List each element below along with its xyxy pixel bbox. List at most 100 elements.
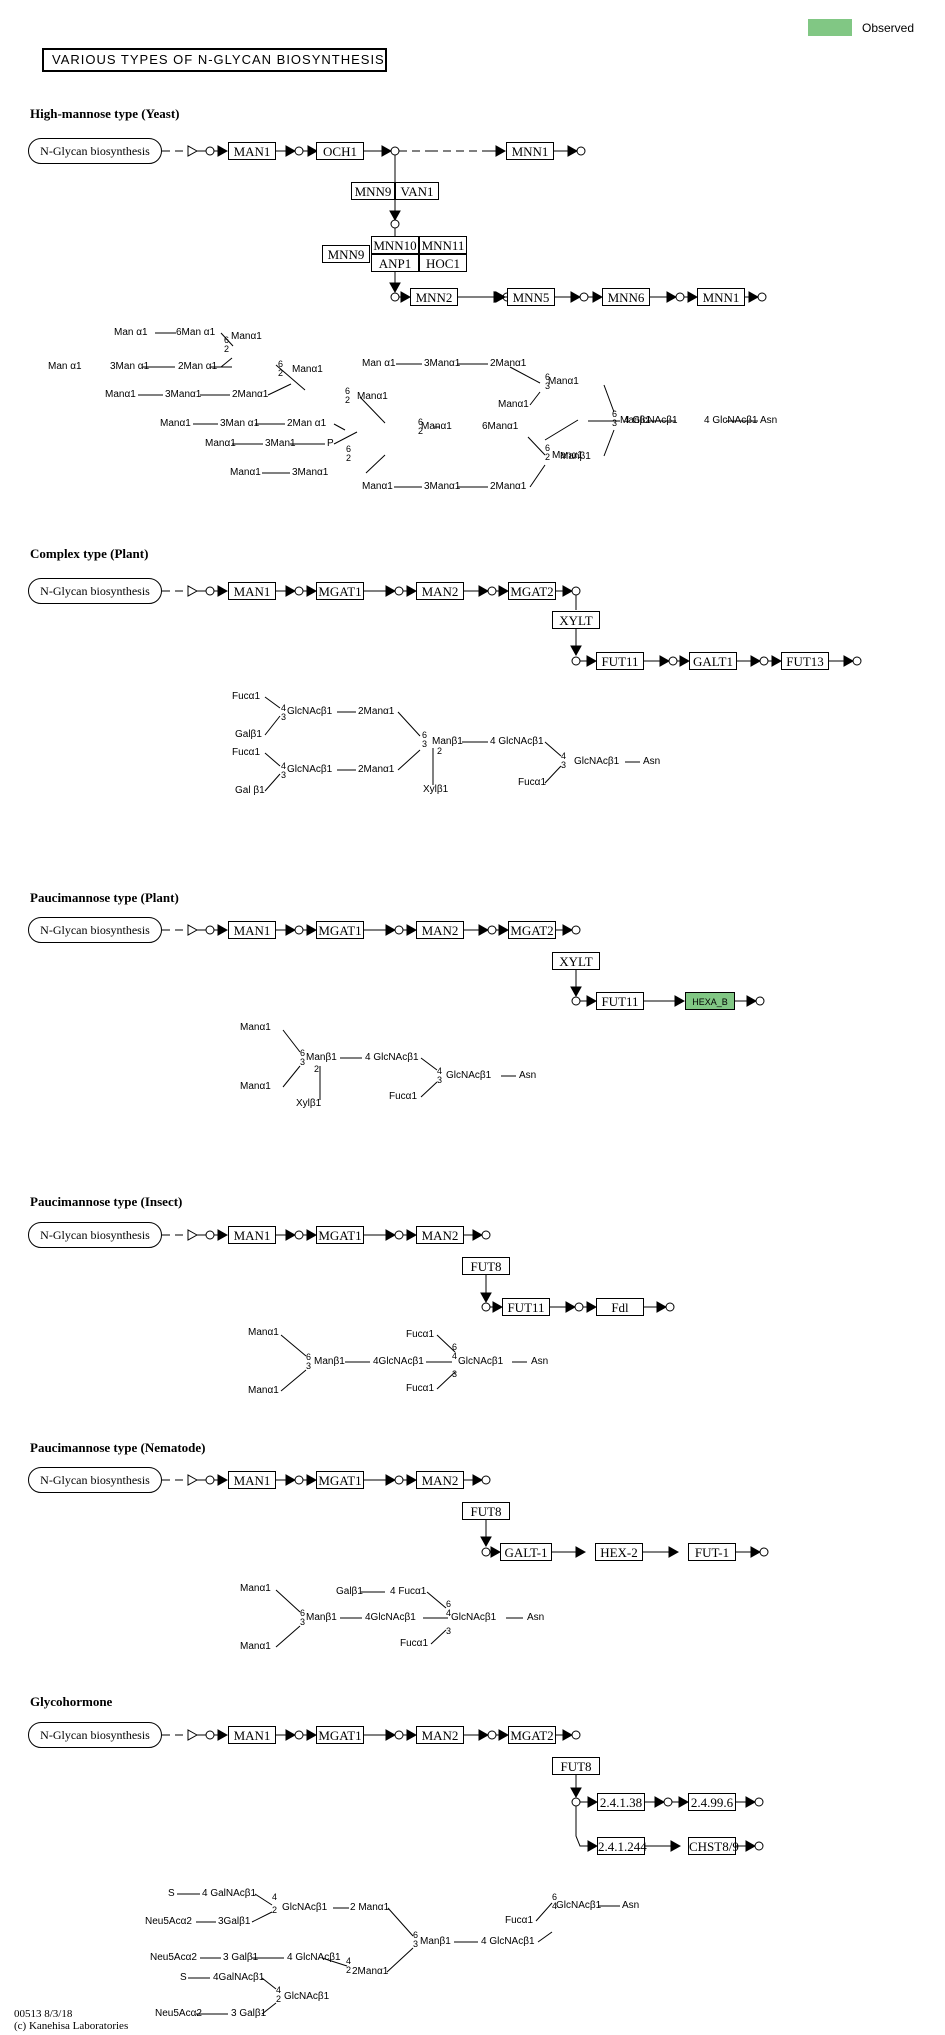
compound-node[interactable] bbox=[294, 586, 304, 596]
gene-box[interactable]: GALT-1 bbox=[500, 1543, 552, 1561]
compound-node[interactable] bbox=[571, 656, 581, 666]
gene-box[interactable]: FUT8 bbox=[462, 1502, 510, 1520]
compound-node[interactable] bbox=[390, 219, 400, 229]
map-link-pill[interactable]: N-Glycan biosynthesis bbox=[28, 1222, 162, 1248]
gene-box[interactable]: Fdl bbox=[596, 1298, 644, 1316]
map-link-pill[interactable]: N-Glycan biosynthesis bbox=[28, 1722, 162, 1748]
compound-node[interactable] bbox=[576, 146, 586, 156]
compound-node[interactable] bbox=[481, 1475, 491, 1485]
gene-box[interactable]: FUT8 bbox=[462, 1257, 510, 1275]
compound-node[interactable] bbox=[205, 146, 215, 156]
gene-box[interactable]: FUT11 bbox=[596, 992, 644, 1010]
compound-node[interactable] bbox=[571, 1730, 581, 1740]
compound-node[interactable] bbox=[759, 656, 769, 666]
compound-node[interactable] bbox=[571, 925, 581, 935]
compound-node[interactable] bbox=[759, 1547, 769, 1557]
compound-node[interactable] bbox=[481, 1547, 491, 1557]
compound-node[interactable] bbox=[205, 1730, 215, 1740]
compound-node[interactable] bbox=[481, 1302, 491, 1312]
compound-node[interactable] bbox=[487, 1730, 497, 1740]
gene-box[interactable]: FUT-1 bbox=[688, 1543, 736, 1561]
gene-box[interactable]: MGAT1 bbox=[316, 1471, 364, 1489]
gene-box[interactable]: MAN1 bbox=[228, 1726, 276, 1744]
gene-box[interactable]: MAN2 bbox=[416, 1726, 464, 1744]
map-link-pill[interactable]: N-Glycan biosynthesis bbox=[28, 917, 162, 943]
compound-node[interactable] bbox=[665, 1302, 675, 1312]
gene-box[interactable]: CHST8/9 bbox=[688, 1837, 739, 1855]
compound-node[interactable] bbox=[390, 146, 400, 156]
compound-node[interactable] bbox=[394, 925, 404, 935]
gene-box[interactable]: ANP1 bbox=[371, 254, 419, 272]
compound-node[interactable] bbox=[294, 925, 304, 935]
gene-box[interactable]: MAN1 bbox=[228, 921, 276, 939]
gene-box[interactable]: MAN2 bbox=[416, 1226, 464, 1244]
compound-node[interactable] bbox=[394, 586, 404, 596]
gene-box[interactable]: XYLT bbox=[552, 952, 600, 970]
gene-box[interactable]: 2.4.1.244 bbox=[597, 1837, 647, 1855]
gene-box[interactable]: MGAT1 bbox=[316, 1726, 364, 1744]
compound-node[interactable] bbox=[205, 925, 215, 935]
gene-box[interactable]: MAN1 bbox=[228, 142, 276, 160]
gene-box[interactable]: MNN9 bbox=[351, 182, 395, 200]
gene-box[interactable]: MGAT1 bbox=[316, 1226, 364, 1244]
compound-node[interactable] bbox=[487, 586, 497, 596]
gene-box[interactable]: GALT1 bbox=[689, 652, 737, 670]
compound-node[interactable] bbox=[754, 1797, 764, 1807]
compound-node[interactable] bbox=[571, 586, 581, 596]
compound-node[interactable] bbox=[205, 1230, 215, 1240]
gene-box[interactable]: MNN6 bbox=[602, 288, 650, 306]
compound-node[interactable] bbox=[294, 1730, 304, 1740]
compound-node[interactable] bbox=[579, 292, 589, 302]
compound-node[interactable] bbox=[481, 1230, 491, 1240]
gene-box[interactable]: MAN2 bbox=[416, 921, 464, 939]
gene-box[interactable]: MNN10 bbox=[371, 236, 419, 254]
gene-box[interactable]: FUT8 bbox=[552, 1757, 600, 1775]
gene-box[interactable]: MNN9 bbox=[322, 245, 370, 263]
compound-node[interactable] bbox=[757, 292, 767, 302]
gene-box[interactable]: VAN1 bbox=[395, 182, 439, 200]
gene-box[interactable]: 2.4.1.38 bbox=[597, 1793, 645, 1811]
compound-node[interactable] bbox=[394, 1475, 404, 1485]
compound-node[interactable] bbox=[755, 996, 765, 1006]
compound-node[interactable] bbox=[205, 1475, 215, 1485]
gene-box[interactable]: MAN1 bbox=[228, 582, 276, 600]
gene-box[interactable]: MGAT1 bbox=[316, 582, 364, 600]
compound-node[interactable] bbox=[487, 925, 497, 935]
compound-node[interactable] bbox=[852, 656, 862, 666]
gene-box[interactable]: MAN1 bbox=[228, 1471, 276, 1489]
gene-box[interactable]: HEXA_B bbox=[685, 992, 735, 1010]
gene-box[interactable]: MGAT2 bbox=[508, 921, 556, 939]
gene-box[interactable]: MNN1 bbox=[697, 288, 745, 306]
compound-node[interactable] bbox=[668, 656, 678, 666]
compound-node[interactable] bbox=[754, 1841, 764, 1851]
gene-box[interactable]: MAN1 bbox=[228, 1226, 276, 1244]
compound-node[interactable] bbox=[394, 1730, 404, 1740]
gene-box[interactable]: HEX-2 bbox=[595, 1543, 643, 1561]
compound-node[interactable] bbox=[294, 1475, 304, 1485]
gene-box[interactable]: MGAT2 bbox=[508, 1726, 556, 1744]
gene-box[interactable]: MNN1 bbox=[506, 142, 554, 160]
compound-node[interactable] bbox=[394, 1230, 404, 1240]
gene-box[interactable]: XYLT bbox=[552, 611, 600, 629]
gene-box[interactable]: FUT11 bbox=[502, 1298, 550, 1316]
compound-node[interactable] bbox=[390, 292, 400, 302]
gene-box[interactable]: FUT13 bbox=[781, 652, 829, 670]
gene-box[interactable]: 2.4.99.6 bbox=[688, 1793, 736, 1811]
compound-node[interactable] bbox=[675, 292, 685, 302]
compound-node[interactable] bbox=[294, 1230, 304, 1240]
compound-node[interactable] bbox=[205, 586, 215, 596]
gene-box[interactable]: MNN5 bbox=[507, 288, 555, 306]
gene-box[interactable]: OCH1 bbox=[316, 142, 364, 160]
map-link-pill[interactable]: N-Glycan biosynthesis bbox=[28, 578, 162, 604]
gene-box[interactable]: FUT11 bbox=[596, 652, 644, 670]
map-link-pill[interactable]: N-Glycan biosynthesis bbox=[28, 138, 162, 164]
gene-box[interactable]: MAN2 bbox=[416, 582, 464, 600]
compound-node[interactable] bbox=[663, 1797, 673, 1807]
map-link-pill[interactable]: N-Glycan biosynthesis bbox=[28, 1467, 162, 1493]
gene-box[interactable]: MGAT1 bbox=[316, 921, 364, 939]
gene-box[interactable]: HOC1 bbox=[419, 254, 467, 272]
gene-box[interactable]: MNN11 bbox=[419, 236, 467, 254]
gene-box[interactable]: MNN2 bbox=[410, 288, 458, 306]
compound-node[interactable] bbox=[571, 1797, 581, 1807]
gene-box[interactable]: MAN2 bbox=[416, 1471, 464, 1489]
